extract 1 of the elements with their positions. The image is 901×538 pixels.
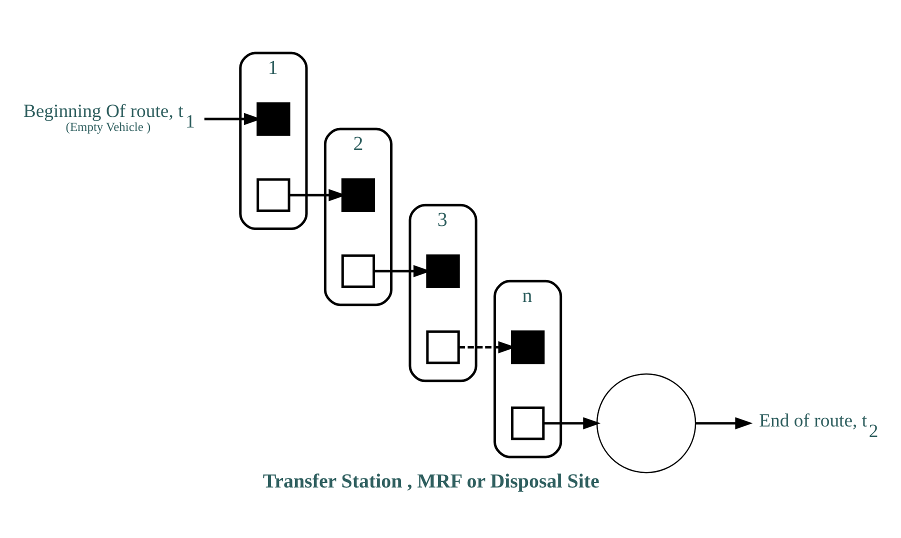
node-label: Transfer Station , MRF or Disposal Site: [262, 470, 600, 492]
